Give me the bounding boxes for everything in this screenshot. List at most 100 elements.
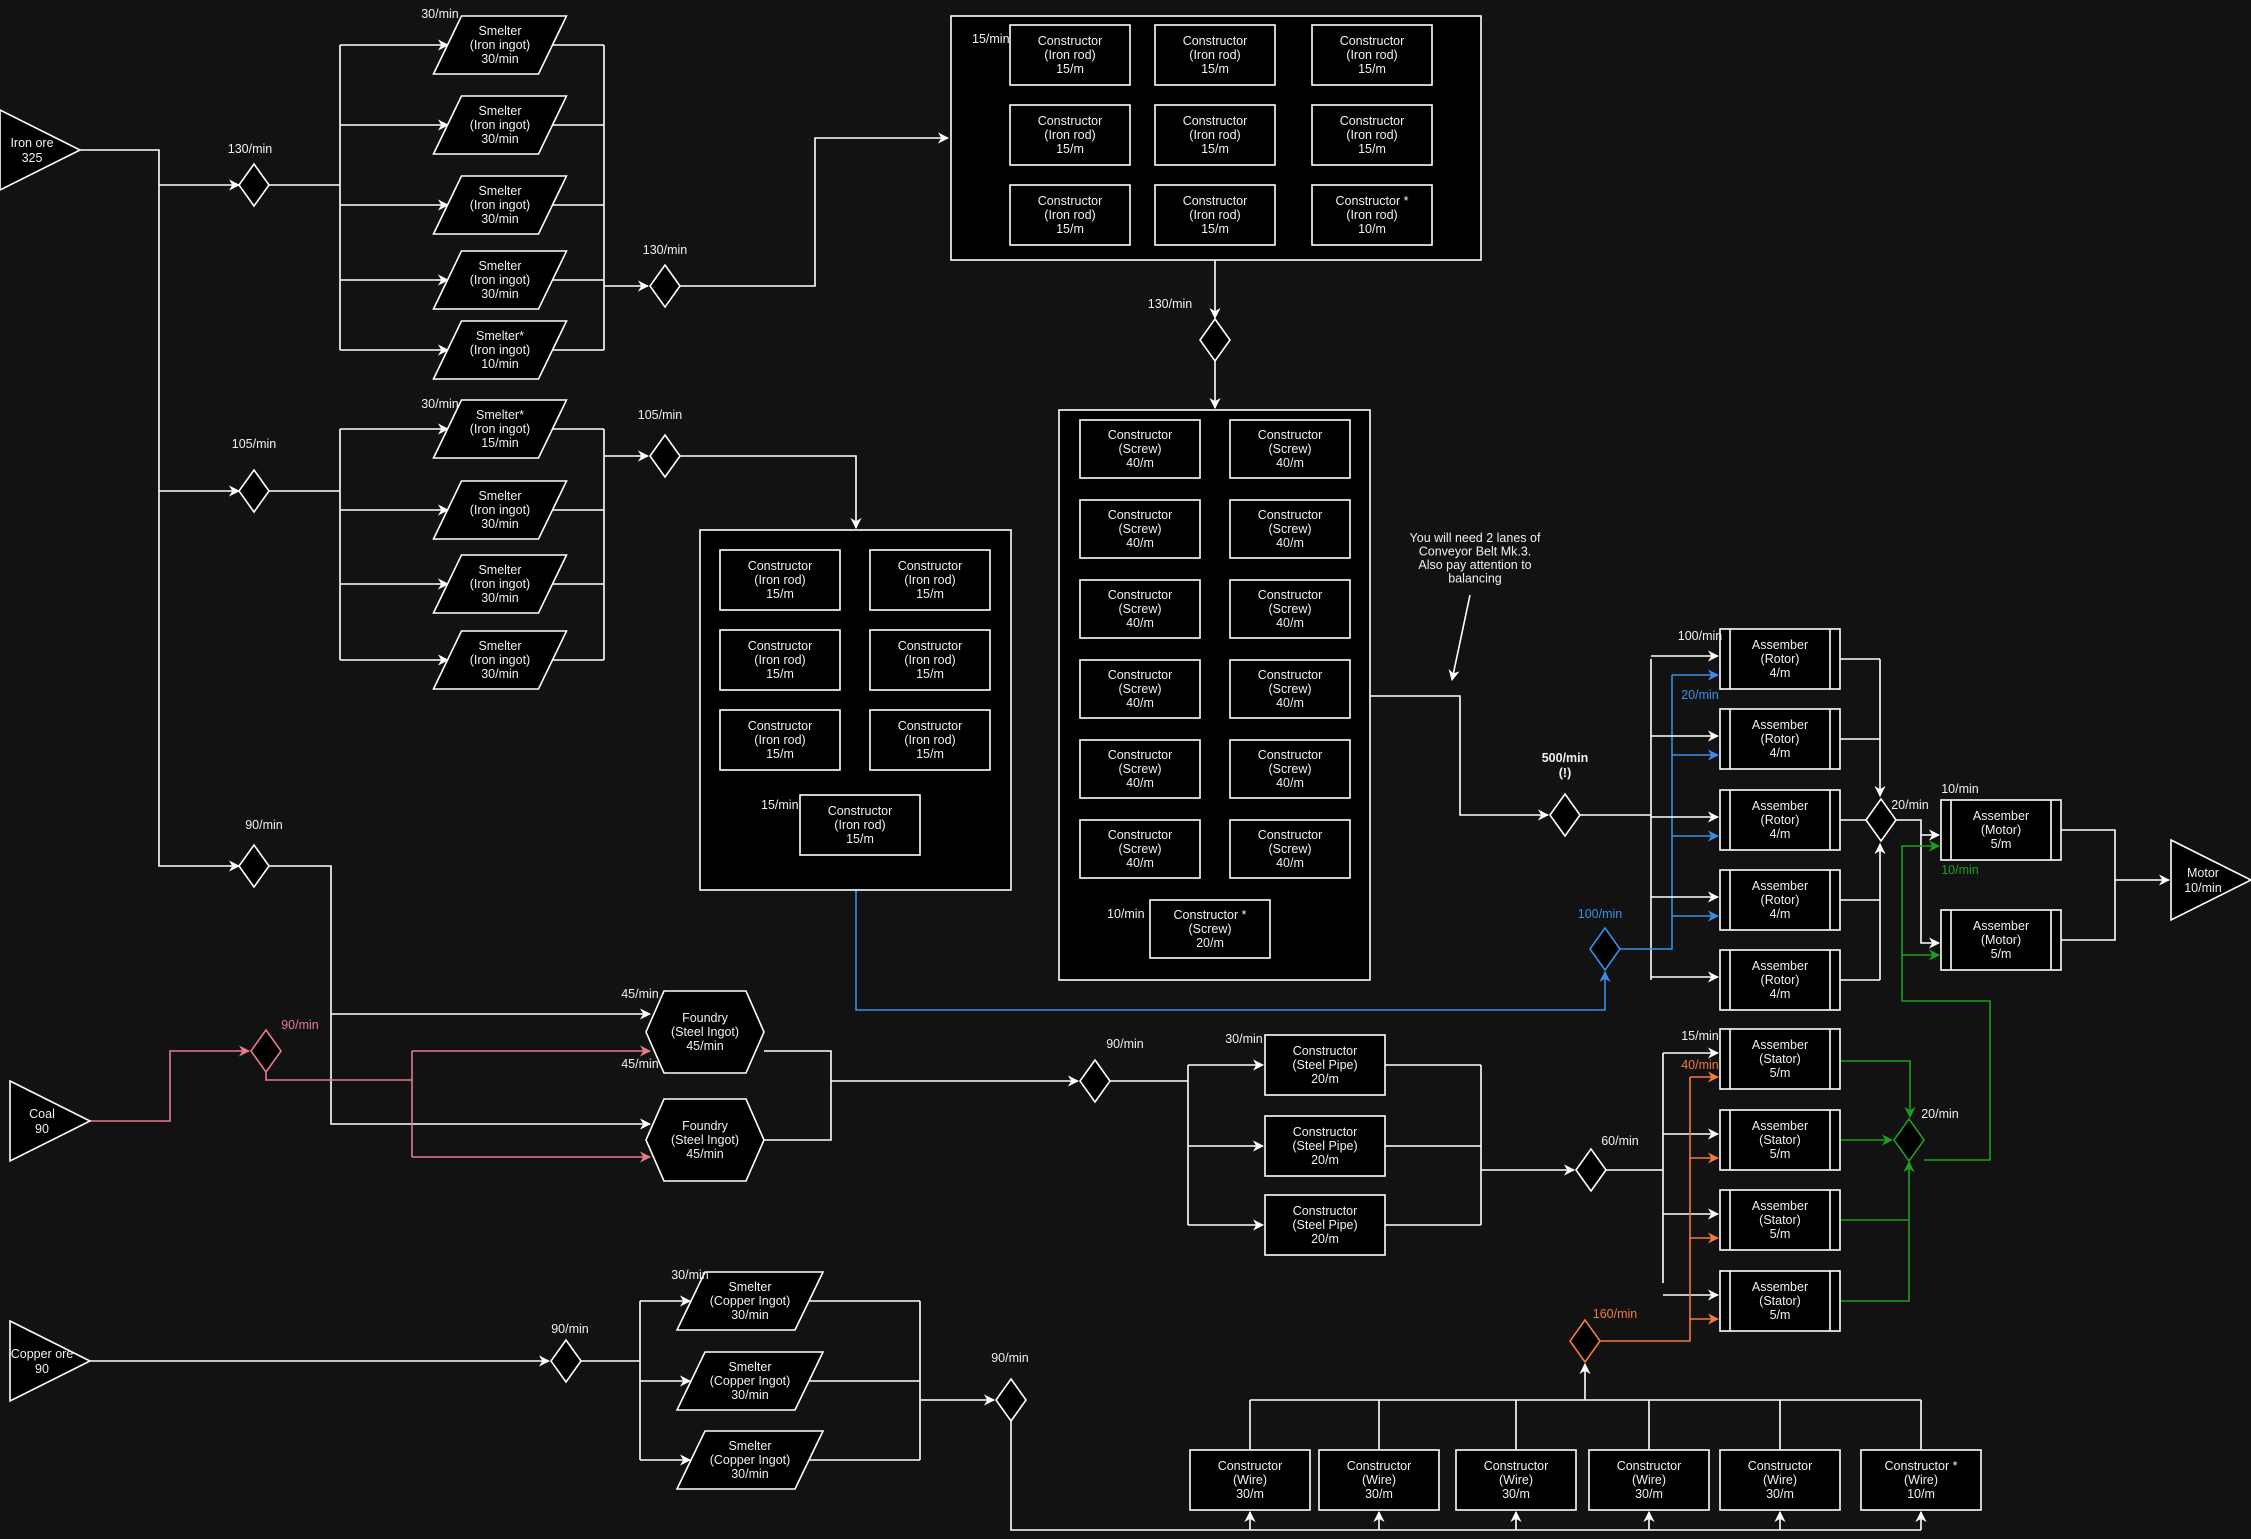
smelter[interactable]: Smelter(Iron ingot)30/min [432, 480, 568, 540]
constructor-iron-rod[interactable]: Constructor(Iron rod)15/m [719, 709, 841, 771]
machine-item: (Iron rod) [754, 573, 805, 587]
constructor-iron-rod[interactable]: Constructor(Iron rod)15/m [1009, 184, 1131, 246]
splitter-diamond[interactable] [238, 843, 270, 889]
machine-name: Constructor [748, 639, 813, 653]
assembler-stator[interactable]: Assember(Stator)5/m [1719, 1270, 1841, 1332]
constructor-screw[interactable]: Constructor(Screw)40/m [1079, 419, 1201, 479]
constructor-steel-pipe[interactable]: Constructor(Steel Pipe)20/m [1264, 1194, 1386, 1256]
assembler-stator[interactable]: Assember(Stator)5/m [1719, 1028, 1841, 1090]
constructor-screw[interactable]: Constructor *(Screw)20/m [1149, 899, 1271, 959]
splitter-diamond[interactable] [250, 1028, 282, 1074]
constructor-iron-rod[interactable]: Constructor(Iron rod)15/m [1009, 24, 1131, 86]
assembler-motor[interactable]: Assember(Motor)5/m [1940, 909, 2062, 971]
constructor-wire[interactable]: Constructor(Wire)30/m [1455, 1449, 1577, 1511]
constructor-iron-rod[interactable]: Constructor(Iron rod)15/m [1154, 184, 1276, 246]
assembler-stator[interactable]: Assember(Stator)5/m [1719, 1189, 1841, 1251]
splitter-diamond[interactable] [238, 162, 270, 208]
constructor-iron-rod[interactable]: Constructor(Iron rod)15/m [869, 709, 991, 771]
constructor-steel-pipe[interactable]: Constructor(Steel Pipe)20/m [1264, 1034, 1386, 1096]
splitter-diamond[interactable] [995, 1377, 1027, 1423]
constructor-screw[interactable]: Constructor(Screw)40/m [1229, 499, 1351, 559]
splitter-diamond[interactable] [1893, 1117, 1925, 1163]
constructor-iron-rod[interactable]: Constructor *(Iron rod)10/m [1311, 184, 1433, 246]
assembler-rotor[interactable]: Assember(Rotor)4/m [1719, 789, 1841, 851]
splitter-diamond[interactable] [1575, 1147, 1607, 1193]
constructor-screw[interactable]: Constructor(Screw)40/m [1229, 419, 1351, 479]
assembler-rotor[interactable]: Assember(Rotor)4/m [1719, 869, 1841, 931]
smelter[interactable]: Smelter(Iron ingot)30/min [432, 95, 568, 155]
foundry[interactable]: Foundry(Steel Ingot)45/min [645, 990, 765, 1074]
assembler-stator[interactable]: Assember(Stator)5/m [1719, 1109, 1841, 1171]
constructor-iron-rod[interactable]: Constructor(Iron rod)15/m [719, 629, 841, 691]
machine-item: (Iron rod) [904, 573, 955, 587]
constructor-screw[interactable]: Constructor(Screw)40/m [1229, 819, 1351, 879]
assembler-rotor[interactable]: Assember(Rotor)4/m [1719, 628, 1841, 690]
smelter[interactable]: Smelter(Copper Ingot)30/min [675, 1430, 825, 1490]
constructor-wire[interactable]: Constructor(Wire)30/m [1719, 1449, 1841, 1511]
constructor-wire[interactable]: Constructor(Wire)30/m [1189, 1449, 1311, 1511]
machine-item: (Screw) [1118, 442, 1161, 456]
splitter-diamond[interactable] [1589, 926, 1621, 972]
constructor-screw[interactable]: Constructor(Screw)40/m [1079, 579, 1201, 639]
machine-item: (Screw) [1268, 602, 1311, 616]
constructor-steel-pipe[interactable]: Constructor(Steel Pipe)20/m [1264, 1115, 1386, 1177]
constructor-wire[interactable]: Constructor(Wire)30/m [1588, 1449, 1710, 1511]
constructor-iron-rod-shape [869, 709, 991, 771]
machine-rate: 20/m [1311, 1232, 1339, 1246]
machine-name: Assember [1752, 1038, 1808, 1052]
assembler-rotor[interactable]: Assember(Rotor)4/m [1719, 949, 1841, 1011]
assembler-rotor[interactable]: Assember(Rotor)4/m [1719, 708, 1841, 770]
smelter[interactable]: Smelter(Iron ingot)30/min [432, 554, 568, 614]
smelter[interactable]: Smelter(Iron ingot)30/min [432, 250, 568, 310]
constructor-screw[interactable]: Constructor(Screw)40/m [1229, 739, 1351, 799]
constructor-iron-rod[interactable]: Constructor(Iron rod)15/m [1009, 104, 1131, 166]
constructor-iron-rod[interactable]: Constructor(Iron rod)15/m [1154, 104, 1276, 166]
machine-rate: 5/m [1770, 1066, 1791, 1080]
assembler-motor-shape [1940, 909, 2062, 971]
smelter[interactable]: Smelter(Copper Ingot)30/min [675, 1351, 825, 1411]
constructor-iron-rod[interactable]: Constructor(Iron rod)15/m [1154, 24, 1276, 86]
constructor-iron-rod[interactable]: Constructor(Iron rod)15/m [1311, 24, 1433, 86]
splitter-diamond[interactable] [1549, 792, 1581, 838]
constructor-wire-shape [1455, 1449, 1577, 1511]
machine-name: Foundry [682, 1011, 729, 1025]
constructor-screw[interactable]: Constructor(Screw)40/m [1229, 579, 1351, 639]
splitter-diamond[interactable] [649, 263, 681, 309]
rate-label: 15/min [761, 798, 799, 812]
constructor-wire[interactable]: Constructor *(Wire)10/m [1860, 1449, 1982, 1511]
smelter[interactable]: Smelter*(Iron ingot)15/min [432, 399, 568, 459]
constructor-screw[interactable]: Constructor(Screw)40/m [1229, 659, 1351, 719]
splitter-diamond[interactable] [1569, 1318, 1601, 1364]
constructor-iron-rod[interactable]: Constructor(Iron rod)15/m [799, 794, 921, 856]
splitter-diamond[interactable] [1199, 317, 1231, 363]
smelter[interactable]: Smelter*(Iron ingot)10/min [432, 320, 568, 380]
splitter-diamond[interactable] [649, 433, 681, 479]
machine-rate: 30/m [1236, 1487, 1264, 1501]
assembler-motor[interactable]: Assember(Motor)5/m [1940, 799, 2062, 861]
constructor-iron-rod[interactable]: Constructor(Iron rod)15/m [1311, 104, 1433, 166]
constructor-screw[interactable]: Constructor(Screw)40/m [1079, 499, 1201, 559]
machine-item: (Iron rod) [1189, 208, 1240, 222]
constructor-wire[interactable]: Constructor(Wire)30/m [1318, 1449, 1440, 1511]
note-text: You will need 2 lanes of [1410, 531, 1541, 545]
constructor-screw[interactable]: Constructor(Screw)40/m [1079, 739, 1201, 799]
foundry[interactable]: Foundry(Steel Ingot)45/min [645, 1098, 765, 1182]
splitter-diamond[interactable] [1079, 1058, 1111, 1104]
constructor-screw[interactable]: Constructor(Screw)40/m [1079, 659, 1201, 719]
machine-name: Constructor [1108, 828, 1173, 842]
smelter[interactable]: Smelter(Iron ingot)30/min [432, 630, 568, 690]
smelter[interactable]: Smelter(Copper Ingot)30/min [675, 1271, 825, 1331]
constructor-iron-rod[interactable]: Constructor(Iron rod)15/m [869, 549, 991, 611]
constructor-iron-rod[interactable]: Constructor(Iron rod)15/m [719, 549, 841, 611]
constructor-screw[interactable]: Constructor(Screw)40/m [1079, 819, 1201, 879]
splitter-diamond[interactable] [550, 1338, 582, 1384]
splitter-diamond[interactable] [1865, 797, 1897, 843]
constructor-iron-rod[interactable]: Constructor(Iron rod)15/m [869, 629, 991, 691]
splitter-diamond[interactable] [238, 468, 270, 514]
smelter[interactable]: Smelter(Iron ingot)30/min [432, 15, 568, 75]
smelter[interactable]: Smelter(Iron ingot)30/min [432, 175, 568, 235]
